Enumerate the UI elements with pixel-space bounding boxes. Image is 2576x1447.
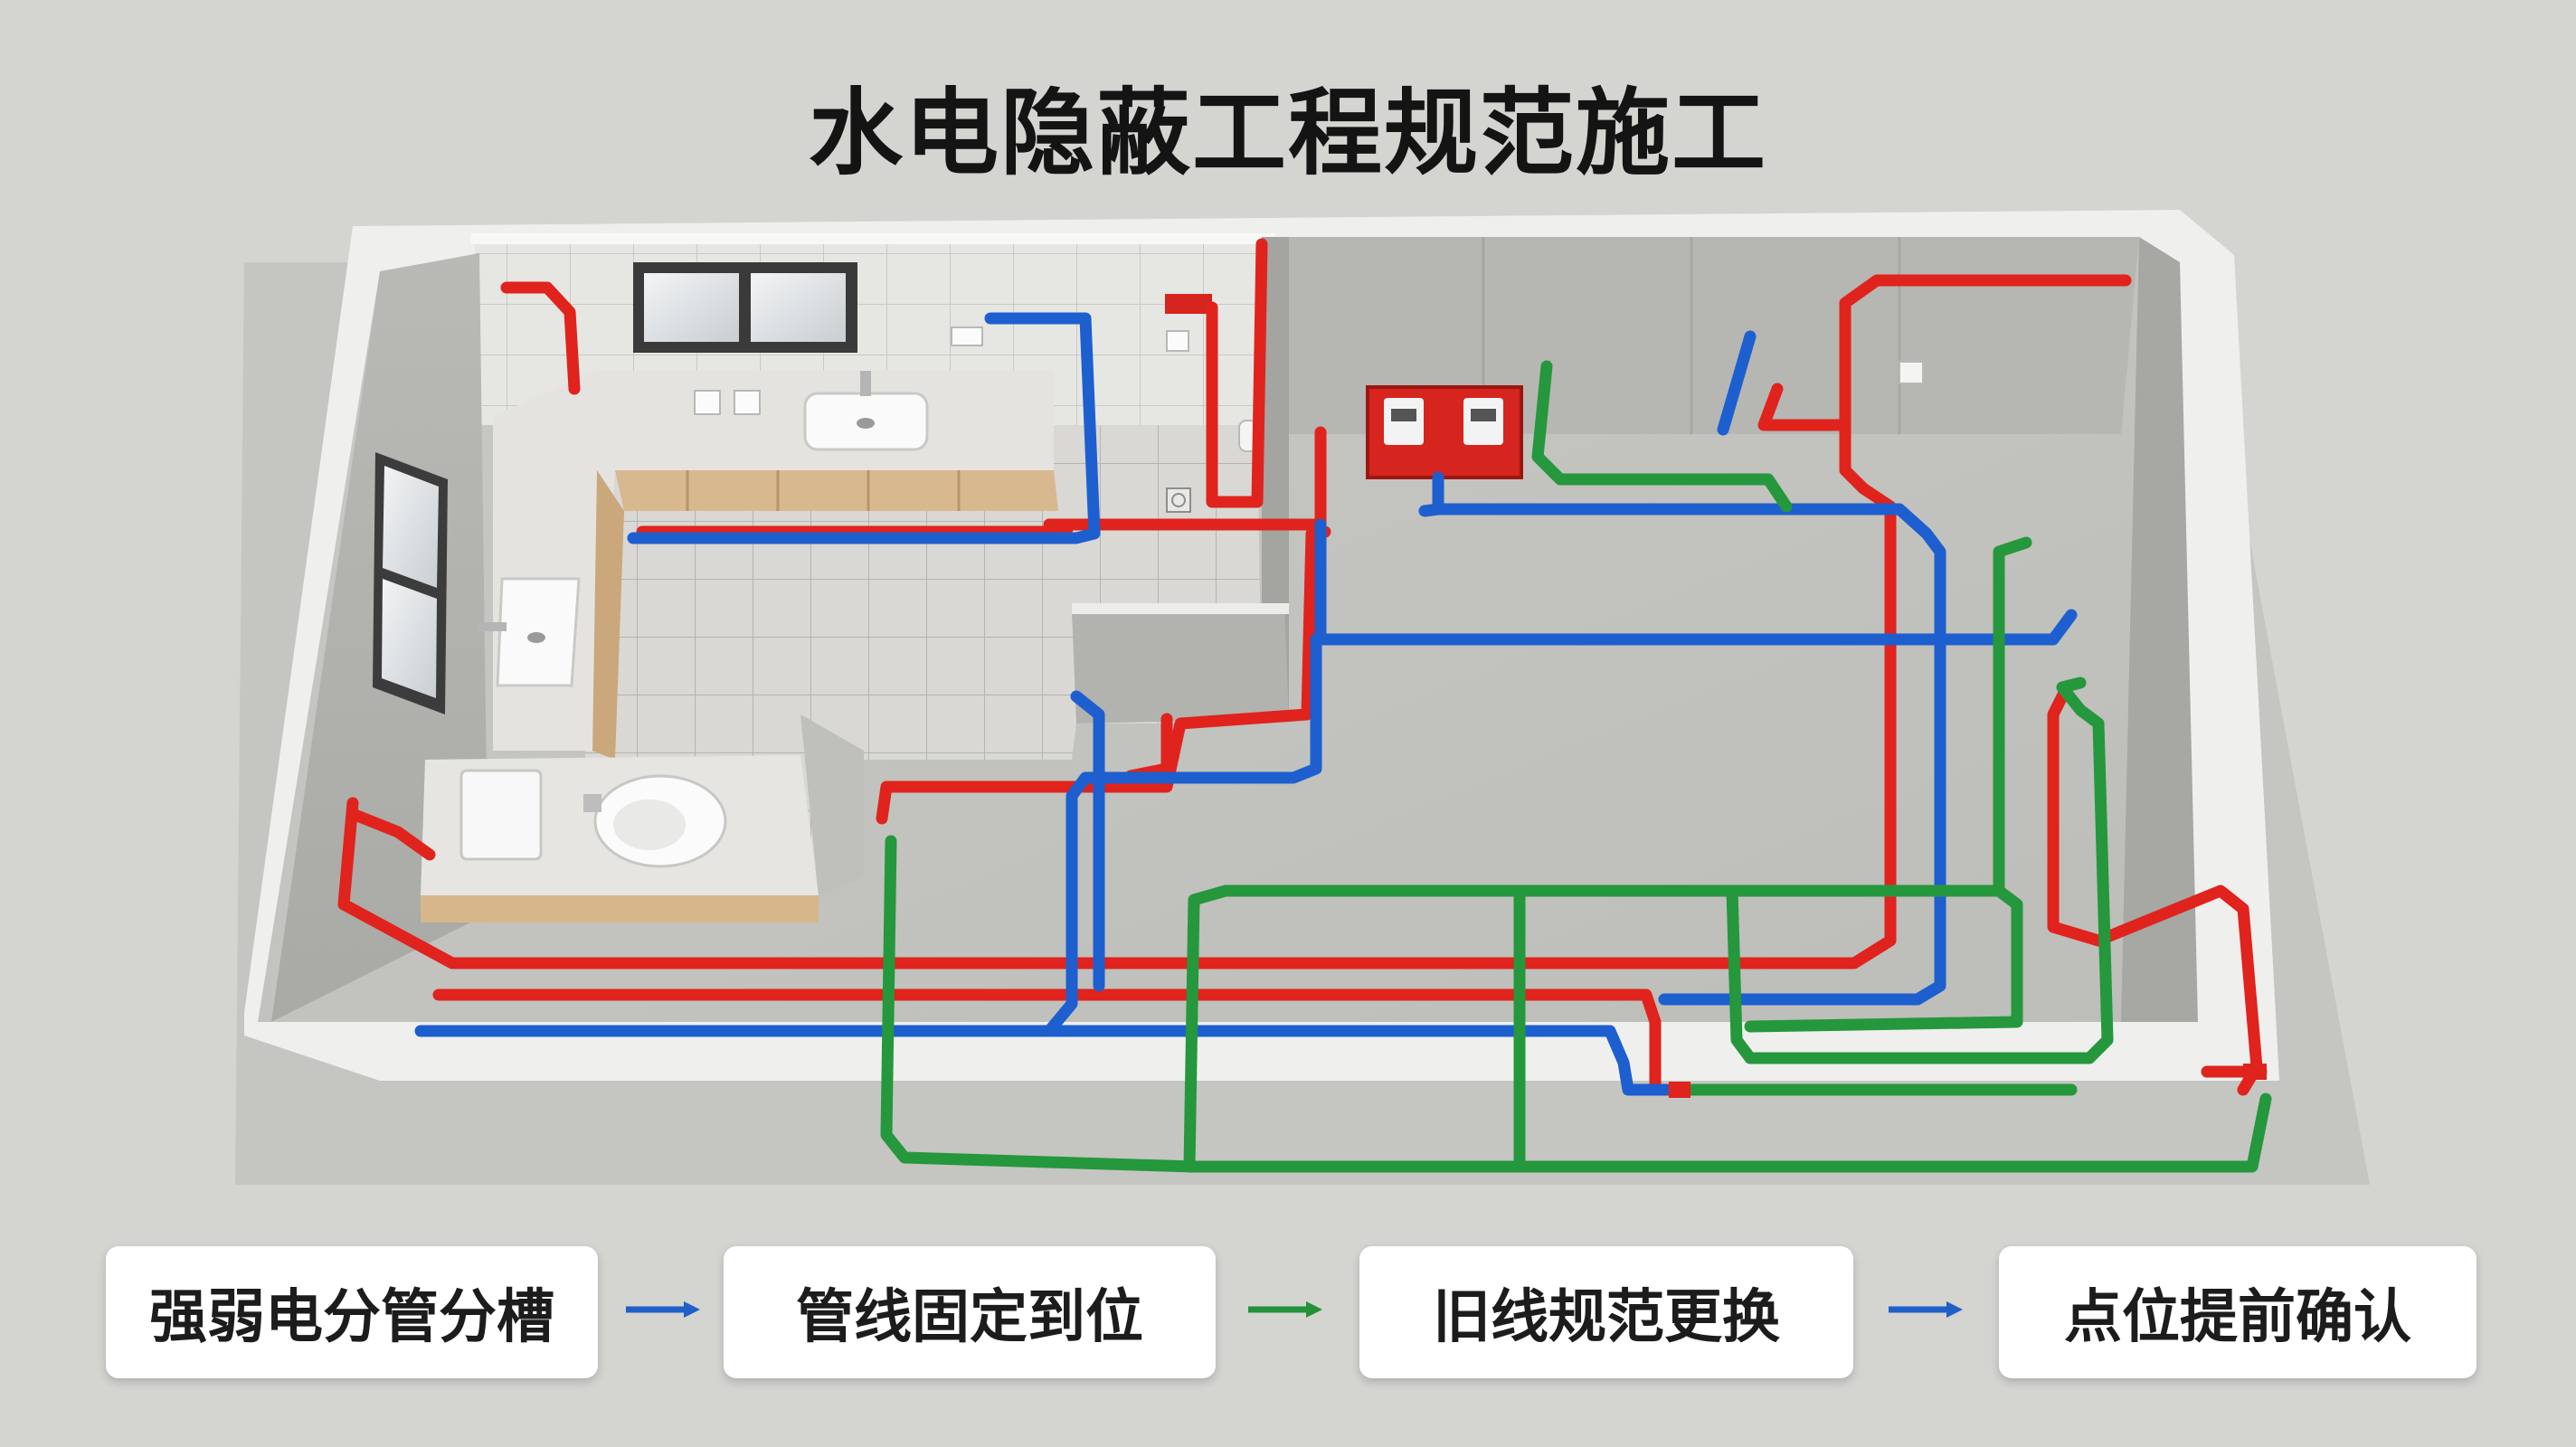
sink-icon: [478, 577, 581, 687]
sink-icon: [803, 371, 929, 451]
page-title: 水电隐蔽工程规范施工: [808, 78, 1767, 188]
step-label: 管线固定到位: [796, 1284, 1143, 1351]
pipe-joints: [1669, 1064, 2267, 1098]
arrow-right-icon: [1248, 1301, 1322, 1318]
window-icon: [373, 452, 448, 714]
arrow-right-icon: [1889, 1301, 1963, 1318]
step-label: 强弱电分管分槽: [149, 1284, 554, 1351]
bathroom-back-wall-top: [470, 233, 1275, 244]
green-pipes: [880, 360, 2272, 1173]
partition-wall-end: [1072, 606, 1289, 724]
partition-wall-end-top: [1072, 603, 1289, 614]
step-card-2: 管线固定到位: [724, 1246, 1216, 1378]
step-label: 旧线规范更换: [1433, 1284, 1780, 1351]
step-card-4: 点位提前确认: [1999, 1246, 2477, 1378]
right-side-wall: [2121, 237, 2198, 1022]
floor-drain-icon: [1166, 487, 1191, 513]
socket-icon: [1165, 294, 1212, 314]
window-icon: [633, 262, 857, 353]
partition-wall: [1262, 237, 1289, 724]
step-card-1: 强弱电分管分槽: [106, 1246, 598, 1378]
electrical-box-icon: [1366, 385, 1523, 479]
vanity-counter: [493, 371, 1058, 760]
step-card-3: 旧线规范更换: [1359, 1246, 1853, 1378]
blue-pipes: [414, 312, 2078, 1096]
step-label: 点位提前确认: [2064, 1284, 2411, 1351]
arrow-right-icon: [626, 1301, 700, 1318]
toilet-icon: [459, 769, 727, 868]
